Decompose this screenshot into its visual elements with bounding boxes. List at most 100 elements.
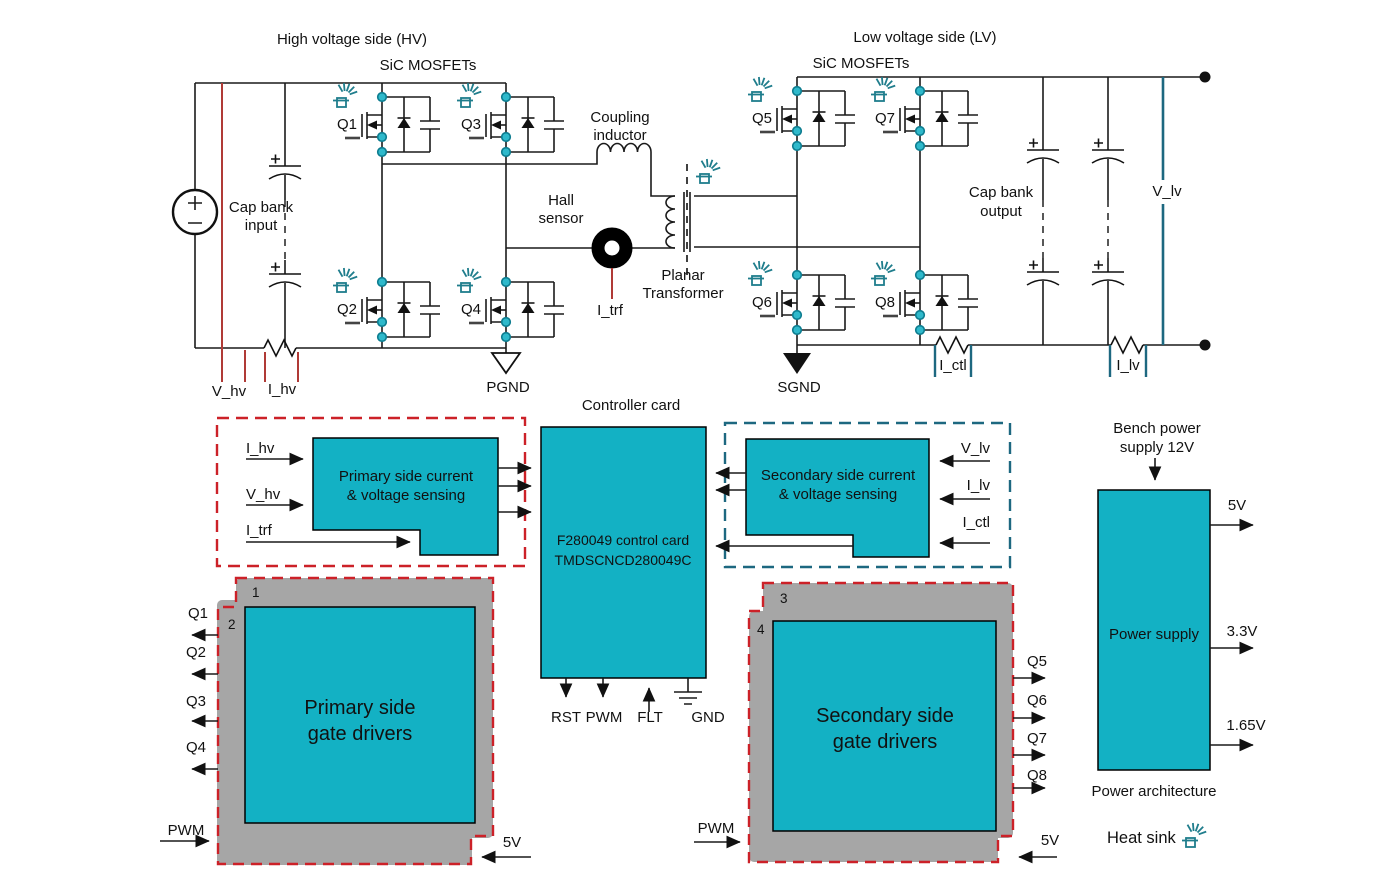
secondary-sensing-label-1: Secondary side current — [761, 467, 916, 484]
mosfet-q6 — [758, 269, 857, 336]
mosfet-q3 — [467, 91, 566, 158]
primary-in-v-hv-label: V_hv — [246, 486, 281, 503]
card-number-2: 2 — [228, 617, 236, 632]
v-hv-label: V_hv — [212, 383, 247, 400]
hv-shunt-resistor-icon — [263, 339, 297, 357]
q3-label: Q3 — [461, 116, 481, 133]
lv-cap-bank-label-1: Cap bank — [969, 184, 1034, 201]
primary-gate-drivers-label-1: Primary side — [304, 697, 415, 719]
i-hv-label: I_hv — [268, 381, 297, 398]
lv-cap-bank — [1026, 77, 1125, 345]
lv-section: Low voltage side (LV) SiC MOSFETs Q5 Q7 … — [747, 29, 1211, 396]
card-number-4: 4 — [757, 622, 765, 637]
q5-label: Q5 — [752, 110, 772, 127]
heat-sink-icon — [695, 158, 722, 184]
hall-sensor-label-1: Hall — [548, 192, 574, 209]
hv-section: High voltage side (HV) SiC MOSFETs Cap b… — [171, 31, 566, 400]
primary-sensing-block — [312, 437, 499, 556]
pwm-pin-label: PWM — [586, 709, 623, 726]
heat-sink-icon — [456, 267, 483, 293]
secondary-sensing-label-2: & voltage sensing — [779, 486, 897, 503]
heat-sink-icon — [747, 260, 774, 286]
heat-sink-icon — [870, 260, 897, 286]
pgnd-symbol-icon — [490, 348, 522, 375]
q1-label: Q1 — [337, 116, 357, 133]
drv-q6-label: Q6 — [1027, 692, 1047, 709]
drv-q7-label: Q7 — [1027, 730, 1047, 747]
card-number-3: 3 — [780, 591, 788, 606]
primary-gate-drivers-label-2: gate drivers — [308, 723, 413, 745]
drv-q1-label: Q1 — [188, 605, 208, 622]
heat-sink-legend-label: Heat sink — [1107, 829, 1177, 847]
primary-sensing-label-1: Primary side current — [339, 468, 474, 485]
power-supply-block — [1097, 489, 1211, 771]
phase-a-wire — [382, 152, 598, 165]
card-number-1: 1 — [252, 585, 260, 600]
controller-card-title: Controller card — [582, 397, 680, 414]
sgnd-label: SGND — [777, 379, 821, 396]
out-3v3-label: 3.3V — [1227, 623, 1258, 640]
i-hv-sense-stubs — [264, 352, 299, 382]
secondary-in-i-lv-label: I_lv — [967, 477, 991, 494]
controller-card-block — [540, 426, 707, 679]
mosfet-q4 — [467, 276, 566, 343]
bench-supply-label-2: supply 12V — [1120, 439, 1194, 456]
primary-top-lead — [650, 152, 675, 197]
controller-card-section: Controller card F280049 control card TMD… — [540, 397, 725, 726]
secondary-gate-drivers-label-1: Secondary side — [816, 705, 954, 727]
power-architecture-caption: Power architecture — [1091, 783, 1216, 800]
planar-transformer-label-2: Transformer — [642, 285, 723, 302]
primary-in-i-hv-label: I_hv — [246, 440, 275, 457]
rst-label: RST — [551, 709, 581, 726]
lv-title: Low voltage side (LV) — [853, 29, 996, 46]
lv-cap-bank-label-2: output — [980, 203, 1023, 220]
hv-title: High voltage side (HV) — [277, 31, 427, 48]
mosfet-q8 — [881, 269, 980, 336]
flt-label: FLT — [637, 709, 663, 726]
heat-sink-icon — [1181, 822, 1208, 848]
q7-label: Q7 — [875, 110, 895, 127]
q8-label: Q8 — [875, 294, 895, 311]
heat-sink-legend: Heat sink — [1107, 822, 1208, 848]
lv-positive-terminal — [1199, 71, 1211, 83]
i-ctl-shunt-resistor-icon — [935, 336, 969, 354]
hv-sic-mosfets-label: SiC MOSFETs — [380, 57, 477, 74]
mosfet-q2 — [343, 276, 442, 343]
power-supply-label: Power supply — [1109, 626, 1200, 643]
lv-sic-mosfets-label: SiC MOSFETs — [813, 55, 910, 72]
q4-label: Q4 — [461, 301, 481, 318]
primary-drivers-boundary — [216, 576, 495, 866]
heat-sink-icon — [456, 82, 483, 108]
drv-q3-label: Q3 — [186, 693, 206, 710]
primary-5v-label: 5V — [503, 834, 521, 851]
pgnd-label: PGND — [486, 379, 530, 396]
primary-sensing-label-2: & voltage sensing — [347, 487, 465, 504]
drv-q2-label: Q2 — [186, 644, 206, 661]
planar-transformer-icon — [665, 164, 920, 280]
primary-pwm-label: PWM — [168, 822, 205, 839]
coupling-inductor-icon — [596, 142, 652, 153]
hv-cap-bank — [268, 83, 302, 348]
secondary-5v-label: 5V — [1041, 832, 1059, 849]
mosfet-q1 — [343, 91, 442, 158]
hv-cap-bank-label-2: input — [245, 217, 278, 234]
q2-label: Q2 — [337, 301, 357, 318]
primary-gate-drivers-section: 1 2 Primary side gate drivers Q1 Q2 Q3 Q… — [160, 576, 531, 866]
primary-in-i-trf-label: I_trf — [246, 522, 273, 539]
primary-gate-drivers-block — [244, 606, 476, 824]
mosfet-q5 — [758, 85, 857, 152]
lv-negative-terminal — [1199, 339, 1211, 351]
out-1v65-label: 1.65V — [1226, 717, 1265, 734]
secondary-drivers-boundary — [747, 581, 1015, 864]
v-lv-label: V_lv — [1152, 183, 1182, 200]
heat-sink-icon — [747, 76, 774, 102]
secondary-gate-drivers-label-2: gate drivers — [833, 731, 938, 753]
i-ctl-sense-stubs — [933, 345, 973, 377]
secondary-gate-drivers-block — [772, 620, 997, 832]
drv-q4-label: Q4 — [186, 739, 206, 756]
hall-sensor-icon — [591, 227, 633, 269]
i-lv-label: I_lv — [1116, 357, 1140, 374]
i-trf-label: I_trf — [597, 302, 624, 319]
